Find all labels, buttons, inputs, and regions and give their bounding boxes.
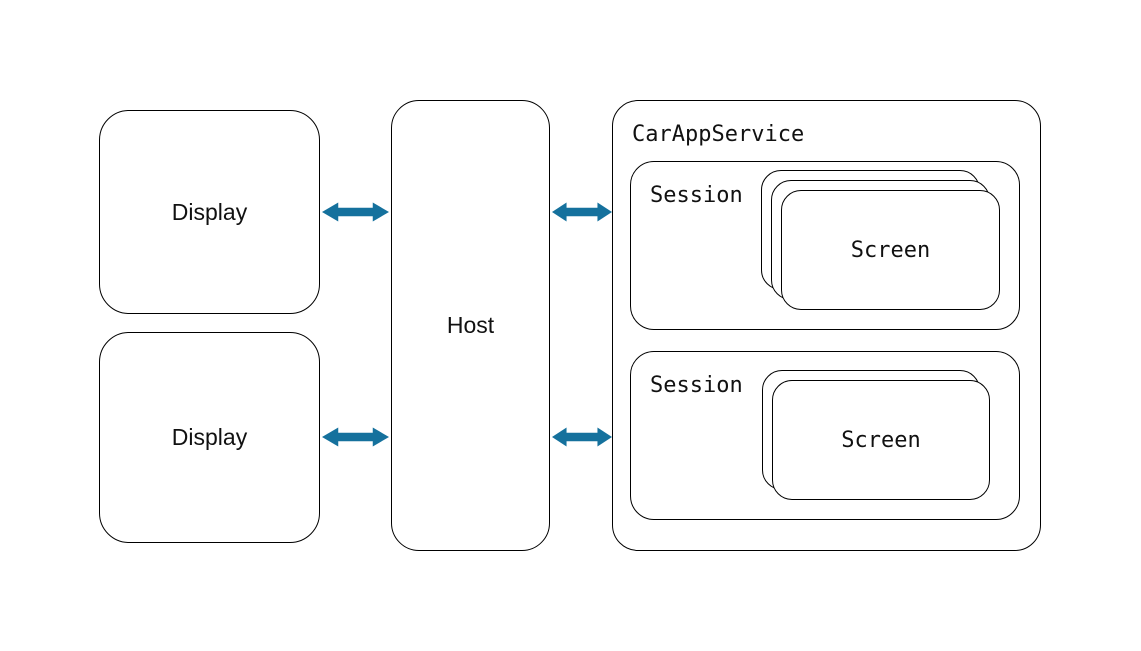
- screen-bottom-label: Screen: [841, 427, 921, 453]
- bidirectional-arrow-host-session-top: [552, 202, 612, 222]
- session-top-label: Session: [650, 183, 743, 208]
- bidirectional-arrow-display-top-host: [322, 202, 389, 222]
- bidirectional-arrow-display-bottom-host: [322, 427, 389, 447]
- car-app-service-label: CarAppService: [632, 122, 805, 147]
- screen-card-front-bottom: Screen: [772, 380, 990, 500]
- display-node-bottom: Display: [99, 332, 320, 543]
- screen-card-front-top: Screen: [781, 190, 1000, 310]
- host-label: Host: [446, 312, 495, 338]
- display-node-top: Display: [99, 110, 320, 314]
- bidirectional-arrow-host-session-bottom: [552, 427, 612, 447]
- session-bottom-label: Session: [650, 373, 743, 398]
- host-node: Host: [391, 100, 550, 551]
- display-top-label: Display: [171, 198, 248, 225]
- screen-top-label: Screen: [850, 237, 931, 263]
- display-bottom-label: Display: [171, 424, 248, 450]
